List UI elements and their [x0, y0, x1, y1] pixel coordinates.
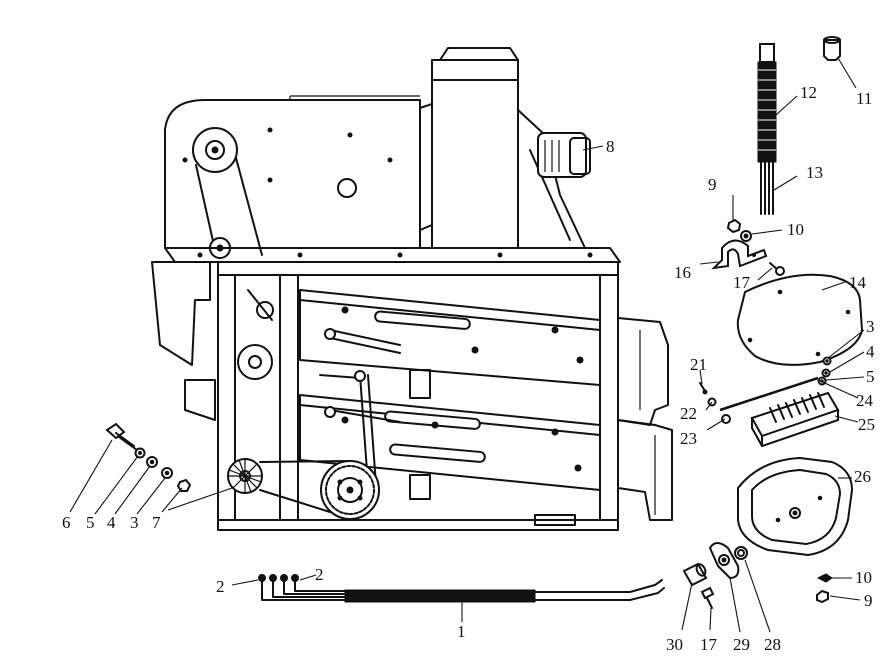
- callout-7: 7: [152, 513, 161, 532]
- lower-sieve-deck: [299, 394, 601, 491]
- callout-13: 13: [806, 163, 823, 182]
- fan-housing: [431, 59, 519, 249]
- upper-housing: [164, 99, 421, 249]
- callout-3-right: 3: [866, 317, 875, 336]
- callout-2-right: 2: [315, 565, 324, 584]
- nut-7: [176, 478, 192, 492]
- washer-10-lower: [816, 573, 833, 583]
- callout-9-upper: 9: [708, 175, 717, 194]
- nut-23: [721, 414, 731, 424]
- leader-lines: [69, 57, 865, 633]
- right-discharge-chute: [617, 317, 669, 426]
- callout-22: 22: [680, 404, 697, 423]
- top-frame-plate: [164, 247, 621, 263]
- bearing-28: [734, 546, 748, 560]
- callout-29: 29: [733, 635, 750, 654]
- callout-17-upper: 17: [733, 273, 751, 292]
- callout-8: 8: [606, 137, 615, 156]
- screw-17-upper: [769, 262, 785, 276]
- bushing-30: [682, 562, 708, 587]
- callout-4-right: 4: [866, 342, 875, 361]
- callout-14: 14: [849, 273, 867, 292]
- callout-1: 1: [457, 622, 466, 641]
- callout-6: 6: [62, 513, 71, 532]
- clamp-16: [711, 239, 768, 270]
- nut-9-upper: [726, 218, 742, 234]
- fan-wheel: [227, 458, 263, 494]
- bolt-6: [105, 422, 138, 451]
- callout-30: 30: [666, 635, 683, 654]
- cover-plate-14: [736, 273, 864, 366]
- callout-17-lower: 17: [700, 635, 718, 654]
- callout-10-upper: 10: [787, 220, 804, 239]
- callout-23: 23: [680, 429, 697, 448]
- drive-gear-pulley: [320, 460, 380, 520]
- callout-numbers: 1 2 2 6 5 4 3 7 8 11 12 13 9 10 16 17 14…: [62, 83, 875, 654]
- motor: [537, 132, 591, 178]
- rod-24: [719, 376, 819, 412]
- callout-21: 21: [690, 355, 707, 374]
- callout-3-left: 3: [130, 513, 139, 532]
- callout-9-lower: 9: [864, 591, 873, 610]
- terminal-block-25: [750, 391, 840, 447]
- callout-12: 12: [800, 83, 817, 102]
- callout-5-left: 5: [86, 513, 95, 532]
- callout-26: 26: [854, 467, 871, 486]
- callout-28: 28: [764, 635, 781, 654]
- callout-10-lower: 10: [855, 568, 872, 587]
- callout-5-right: 5: [866, 367, 875, 386]
- wire-bundle-13: [760, 161, 774, 215]
- callout-25: 25: [858, 415, 875, 434]
- upper-sieve-deck: [299, 289, 601, 386]
- callout-2-left: 2: [216, 577, 225, 596]
- nut-9-lower: [816, 589, 829, 604]
- callout-24: 24: [856, 391, 874, 410]
- machine-assembly: [151, 47, 673, 531]
- callout-11: 11: [856, 89, 872, 108]
- tray-26: [737, 456, 854, 557]
- corrugated-sleeve-12: [757, 43, 777, 163]
- callout-16: 16: [674, 263, 691, 282]
- pipe-1: [258, 574, 665, 603]
- left-hopper: [151, 261, 211, 366]
- callout-4-left: 4: [107, 513, 116, 532]
- screw-17-lower: [700, 586, 715, 609]
